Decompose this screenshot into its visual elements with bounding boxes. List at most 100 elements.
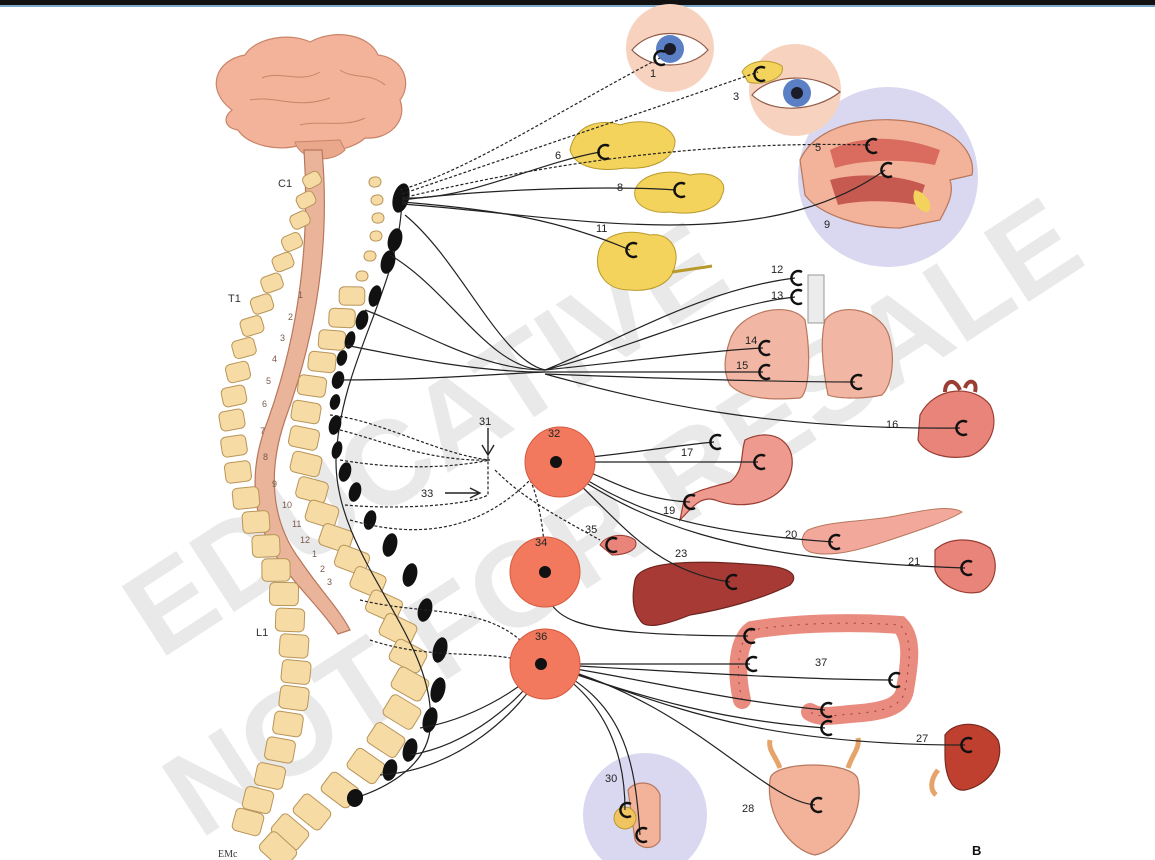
vertebra-body bbox=[220, 434, 248, 458]
fiber-37-b bbox=[545, 664, 893, 680]
level-label-t1: T1 bbox=[228, 293, 241, 305]
vertebra-body bbox=[275, 608, 305, 632]
gland-8 bbox=[635, 172, 724, 213]
label-34: 34 bbox=[535, 537, 547, 549]
vertebra-body bbox=[239, 314, 265, 337]
label-trachea-13: 13 bbox=[771, 290, 783, 302]
label-kidney-27: 27 bbox=[916, 733, 928, 745]
label-bladder-28: 28 bbox=[742, 803, 754, 815]
vertebra-body bbox=[252, 534, 280, 557]
vertebra-body bbox=[269, 582, 298, 605]
fiber-37-d bbox=[545, 664, 825, 728]
label-stomach-19: 19 bbox=[663, 505, 675, 517]
vertebra-body bbox=[218, 408, 246, 432]
label-33: 33 bbox=[421, 488, 433, 500]
heart-body bbox=[918, 391, 994, 457]
vertebra-segment bbox=[371, 212, 384, 223]
vertebra-body bbox=[281, 659, 312, 685]
thoracic-number: 12 bbox=[300, 535, 310, 545]
thoracic-number: 3 bbox=[280, 333, 285, 343]
vertebra-body bbox=[232, 486, 260, 509]
eye-lower-pupil bbox=[791, 87, 803, 99]
eye-lower bbox=[742, 44, 841, 136]
brain-illustration bbox=[216, 35, 405, 159]
label-trachea-12: 12 bbox=[771, 264, 783, 276]
label-lacrimal: 3 bbox=[733, 91, 739, 103]
synapse-32 bbox=[550, 456, 562, 468]
thoracic-number: 9 bbox=[272, 479, 277, 489]
vertebra-body bbox=[259, 272, 284, 295]
level-label-l1: L1 bbox=[256, 627, 268, 639]
vertebra-segment bbox=[290, 400, 322, 425]
heart-vessels bbox=[945, 382, 976, 392]
level-label-c1: C1 bbox=[278, 178, 292, 190]
vertebra-body bbox=[264, 736, 296, 764]
chain-ganglion bbox=[354, 309, 371, 331]
vertebra-body bbox=[278, 685, 309, 711]
panel-letter: B bbox=[972, 843, 981, 858]
vertebra-segment bbox=[328, 308, 355, 328]
fiber-eye-upper bbox=[400, 58, 660, 190]
thoracic-number: 7 bbox=[260, 426, 265, 436]
chain-ganglion bbox=[366, 284, 383, 308]
liver bbox=[633, 562, 794, 625]
vertebra-body bbox=[220, 384, 247, 408]
label-gland-11: 11 bbox=[596, 223, 607, 235]
vertebra-body bbox=[279, 634, 309, 659]
vertebra-body bbox=[231, 336, 258, 359]
lumbar-number: 3 bbox=[327, 577, 332, 587]
label-heart-16: 16 bbox=[886, 419, 898, 431]
thoracic-number: 1 bbox=[298, 290, 303, 300]
label-31: 31 bbox=[479, 416, 491, 428]
vertebra-segment bbox=[370, 194, 383, 206]
kidney bbox=[945, 724, 1000, 790]
label-nasal: 5 bbox=[815, 142, 821, 154]
label-35: 35 bbox=[585, 524, 597, 536]
chain-ganglion bbox=[385, 227, 405, 254]
thoracic-number: 6 bbox=[262, 399, 267, 409]
label-stomach-17: 17 bbox=[681, 447, 693, 459]
vertebra-body bbox=[272, 710, 304, 737]
lung-left bbox=[822, 310, 892, 398]
eye-upper bbox=[626, 4, 714, 92]
label-liver-23: 23 bbox=[675, 548, 687, 560]
lumbar-number: 2 bbox=[320, 564, 325, 574]
label-gland-6: 6 bbox=[555, 150, 561, 162]
label-lung-14: 14 bbox=[745, 335, 757, 347]
label-colon-37: 37 bbox=[815, 657, 827, 669]
chain-ganglion bbox=[335, 349, 349, 367]
vertebra-body bbox=[249, 293, 275, 316]
prostate bbox=[614, 807, 636, 829]
synapse-34 bbox=[539, 566, 551, 578]
eye-upper-pupil bbox=[664, 43, 676, 55]
label-pancreas-20: 20 bbox=[785, 529, 797, 541]
vertebra-segment bbox=[364, 251, 376, 262]
thoracic-number: 11 bbox=[292, 519, 301, 529]
thoracic-number: 10 bbox=[282, 500, 292, 510]
vertebra-segment bbox=[318, 329, 346, 350]
label-spleen-21: 21 bbox=[908, 556, 920, 568]
synapse-36 bbox=[535, 658, 547, 670]
label-36: 36 bbox=[535, 631, 547, 643]
spleen bbox=[935, 540, 995, 593]
label-32: 32 bbox=[548, 428, 560, 440]
vertebra-body bbox=[242, 510, 270, 533]
vertebra-body bbox=[271, 251, 296, 273]
vertebra-segment bbox=[307, 351, 336, 373]
thoracic-number: 2 bbox=[288, 312, 293, 322]
vertebra-segment bbox=[339, 287, 365, 306]
fiber-37-c bbox=[545, 664, 825, 710]
vertebra-segment bbox=[356, 271, 368, 281]
thoracic-number: 4 bbox=[272, 354, 277, 364]
artist-signature: EMc bbox=[218, 849, 238, 860]
trachea bbox=[808, 275, 824, 323]
lumbar-number: 1 bbox=[312, 549, 317, 559]
label-genital-30: 30 bbox=[605, 773, 617, 785]
vertebra-body bbox=[224, 460, 252, 484]
label-oral: 9 bbox=[824, 219, 830, 231]
ureter bbox=[932, 770, 938, 795]
vertebra-segment bbox=[370, 231, 383, 242]
vertebra-body bbox=[224, 360, 251, 383]
